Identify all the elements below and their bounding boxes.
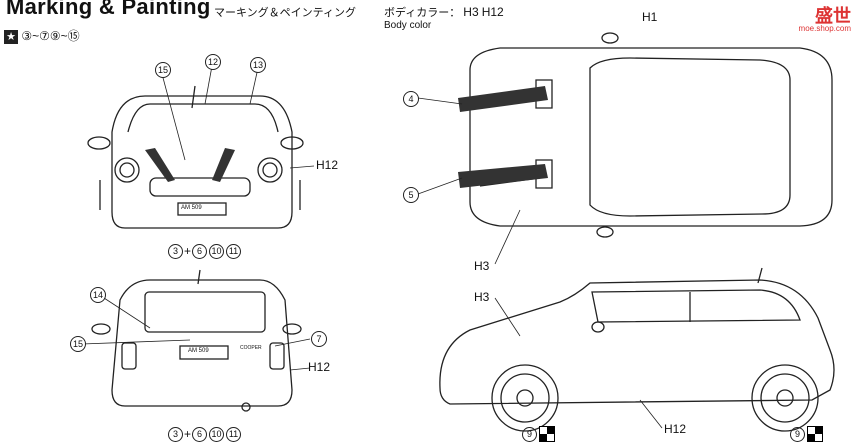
watermark-sub: moe.shop.com [798,24,851,33]
side-roof-label: H3 [474,290,490,304]
page-subtitle-jp: マーキング＆ペインティング [214,7,357,19]
callout-15: 15 [155,62,171,78]
top-roof-label: H1 [642,10,658,24]
top-hood-label: H3 [474,259,490,273]
page-title: Marking & Painting [6,0,211,19]
body-color-label: ボディカラー： H3 H12 [384,5,504,19]
callout-5: 5 [403,187,419,203]
step-code: ③ [21,29,33,43]
callout-7: 7 [311,331,327,347]
side-wheel-code-left: 9 [522,426,555,443]
rear-paint-label: H12 [308,360,331,374]
step-sequence: ★ ③~⑦⑨~⑮ [4,27,80,44]
front-paint-label: H12 [316,158,339,172]
top-view-drawing [469,32,833,238]
side-wheel-code-right: 9 [790,426,823,443]
watermark: 盛世 [815,6,851,26]
checkered-flag-icon [807,426,823,442]
front-plate: AM 509 [181,205,202,211]
rear-view-drawing [91,269,302,412]
body-color-code: H12 [481,5,504,19]
rear-badge: COOPER [240,345,262,351]
callout-4: 4 [403,91,419,107]
rear-plate: AM 509 [188,348,209,354]
star-icon: ★ [4,30,18,44]
body-color-en: Body color [384,20,432,31]
side-view-drawing [439,267,835,432]
callout-13: 13 [250,57,266,73]
side-lower-label: H12 [664,422,687,436]
callout-12: 12 [205,54,221,70]
front-view-drawing [87,85,304,229]
checkered-flag-icon [539,426,555,442]
body-color-code: H3 [463,5,479,19]
callout-15: 15 [70,336,86,352]
callout-14: 14 [90,287,106,303]
